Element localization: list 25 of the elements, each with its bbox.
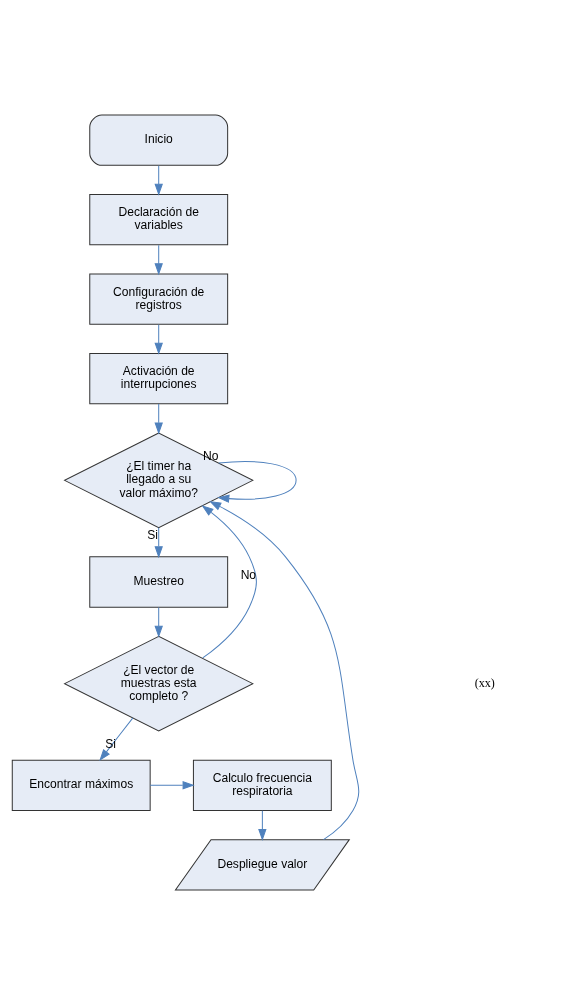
node-box: Muestreo bbox=[89, 556, 229, 608]
arrow bbox=[217, 461, 297, 503]
arrow bbox=[149, 781, 195, 790]
node-box: Declaración de variables bbox=[89, 194, 229, 246]
node-box: Configuración de registros bbox=[89, 273, 229, 325]
edge-label: Si bbox=[147, 527, 159, 542]
arrow bbox=[154, 244, 163, 276]
arrow bbox=[154, 606, 163, 638]
arrow bbox=[209, 501, 360, 841]
arrow bbox=[201, 505, 257, 659]
node-box: Calculo frecuencia respiratoria bbox=[192, 759, 332, 811]
edge-label: No bbox=[240, 567, 257, 582]
arrow bbox=[154, 324, 163, 355]
arrow bbox=[99, 717, 134, 762]
arrow bbox=[154, 527, 163, 559]
label: (xx) bbox=[474, 675, 495, 690]
arrow bbox=[154, 165, 163, 196]
node-box: Activación de interrupciones bbox=[89, 353, 229, 405]
arrow bbox=[154, 403, 163, 435]
node-box: Inicio bbox=[89, 114, 229, 166]
edge-label: Si bbox=[105, 737, 116, 752]
edge-label: No bbox=[203, 448, 219, 463]
node-box: Encontrar máximos bbox=[11, 759, 151, 811]
node-diamond: ¿El vector de muestras esta completo ? bbox=[63, 635, 254, 732]
arrow bbox=[258, 810, 267, 841]
